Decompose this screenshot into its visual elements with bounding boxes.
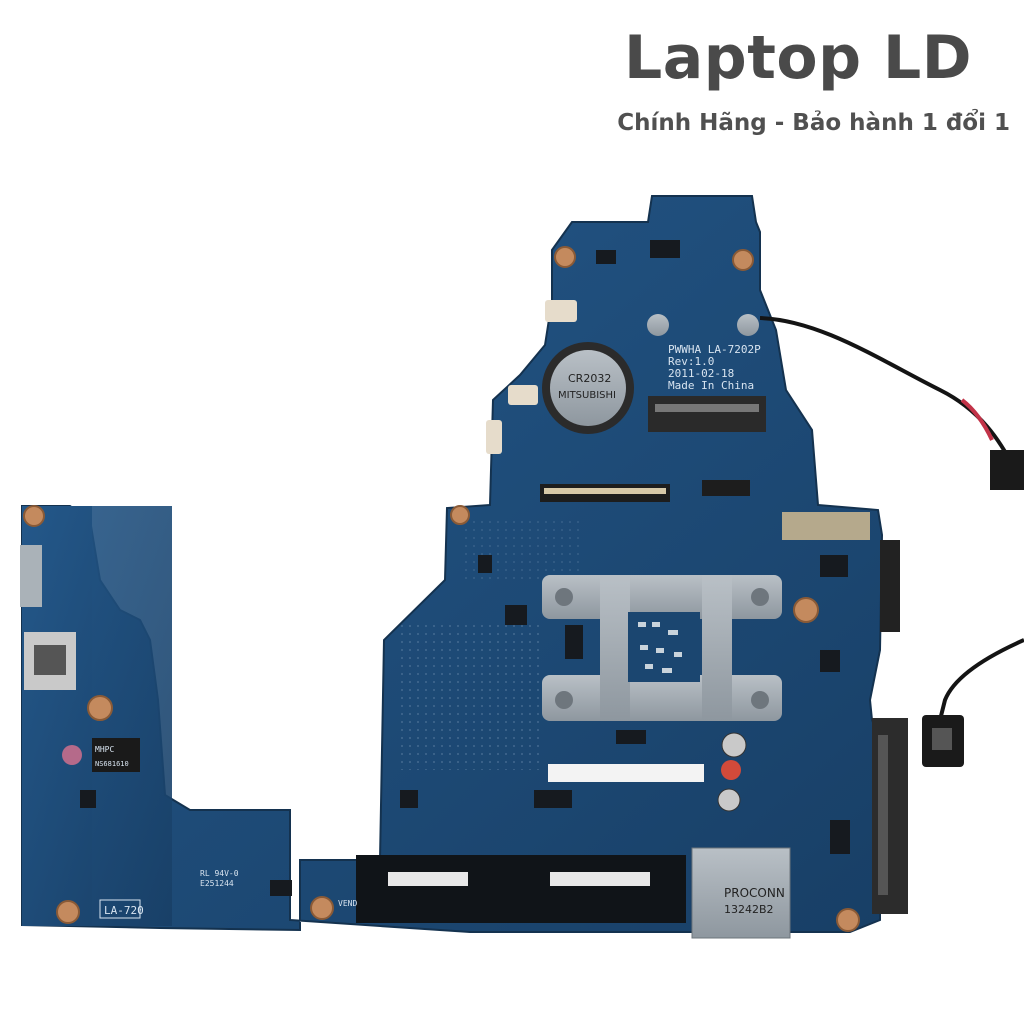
svg-text:Made In China: Made In China [668, 379, 754, 392]
cpu-bracket [542, 575, 782, 721]
brand-watermark: Laptop LD Chính Hãng - Bảo hành 1 đổi 1 [617, 22, 1010, 138]
sata-connector [782, 512, 870, 540]
keyboard-connector [702, 480, 750, 496]
svg-text:PWWHA LA-7202P: PWWHA LA-7202P [668, 343, 761, 356]
dc-jack-cable-top [759, 316, 1017, 471]
svg-text:MITSUBISHI: MITSUBISHI [558, 390, 616, 401]
hdd-connector [872, 718, 908, 914]
svg-text:13242B2: 13242B2 [724, 903, 774, 916]
svg-text:PROCONN: PROCONN [724, 886, 785, 900]
svg-text:VEND: VEND [338, 899, 357, 908]
svg-text:MHPC: MHPC [95, 745, 114, 754]
dc-jack-cable-bottom [938, 638, 1024, 721]
svg-text:CR2032: CR2032 [568, 372, 611, 385]
svg-text:2011-02-18: 2011-02-18 [668, 367, 734, 380]
svg-text:E251244: E251244 [200, 879, 234, 888]
mini-pcie-slot [648, 396, 766, 432]
svg-text:Rev:1.0: Rev:1.0 [668, 355, 714, 368]
insulation-tape [356, 855, 686, 923]
lan-chip [92, 738, 140, 772]
brand-title: Laptop LD [624, 23, 972, 93]
brand-subtitle: Chính Hãng - Bảo hành 1 đổi 1 [617, 110, 1010, 136]
sd-card-reader: PROCONN 13242B2 [691, 847, 791, 939]
svg-text:NS681610: NS681610 [95, 760, 129, 768]
svg-text:RL 94V-0: RL 94V-0 [200, 869, 239, 878]
cmos-battery: CR2032 MITSUBISHI [542, 342, 634, 434]
vga-port [20, 545, 42, 607]
svg-text:LA-720: LA-720 [104, 904, 144, 917]
